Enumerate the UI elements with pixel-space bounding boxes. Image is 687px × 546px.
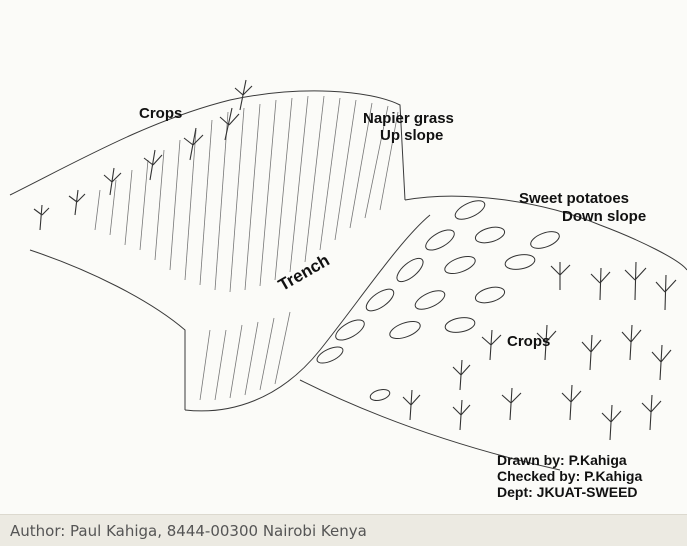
label-down-slope: Down slope bbox=[562, 209, 646, 225]
credit-dept: Dept: JKUAT-SWEED bbox=[497, 484, 642, 500]
label-up-slope: Up slope bbox=[380, 128, 443, 144]
left-slope-outline bbox=[30, 250, 185, 410]
label-crops-lower: Crops bbox=[507, 334, 550, 350]
drawing-credits: Drawn by: P.Kahiga Checked by: P.Kahiga … bbox=[497, 452, 642, 500]
author-caption: Author: Paul Kahiga, 8444-00300 Nairobi … bbox=[10, 522, 367, 540]
credit-checked-by: Checked by: P.Kahiga bbox=[497, 468, 642, 484]
trench-floor bbox=[185, 215, 430, 411]
author-caption-bar: Author: Paul Kahiga, 8444-00300 Nairobi … bbox=[0, 514, 687, 546]
credit-drawn-by: Drawn by: P.Kahiga bbox=[497, 452, 642, 468]
label-sweet-potatoes: Sweet potatoes bbox=[519, 191, 629, 207]
label-napier-grass: Napier grass bbox=[363, 111, 454, 127]
sketch-drawing: Crops Napier grass Up slope Sweet potato… bbox=[0, 0, 687, 514]
sketch-svg bbox=[0, 0, 687, 514]
label-crops-upper: Crops bbox=[139, 106, 182, 122]
